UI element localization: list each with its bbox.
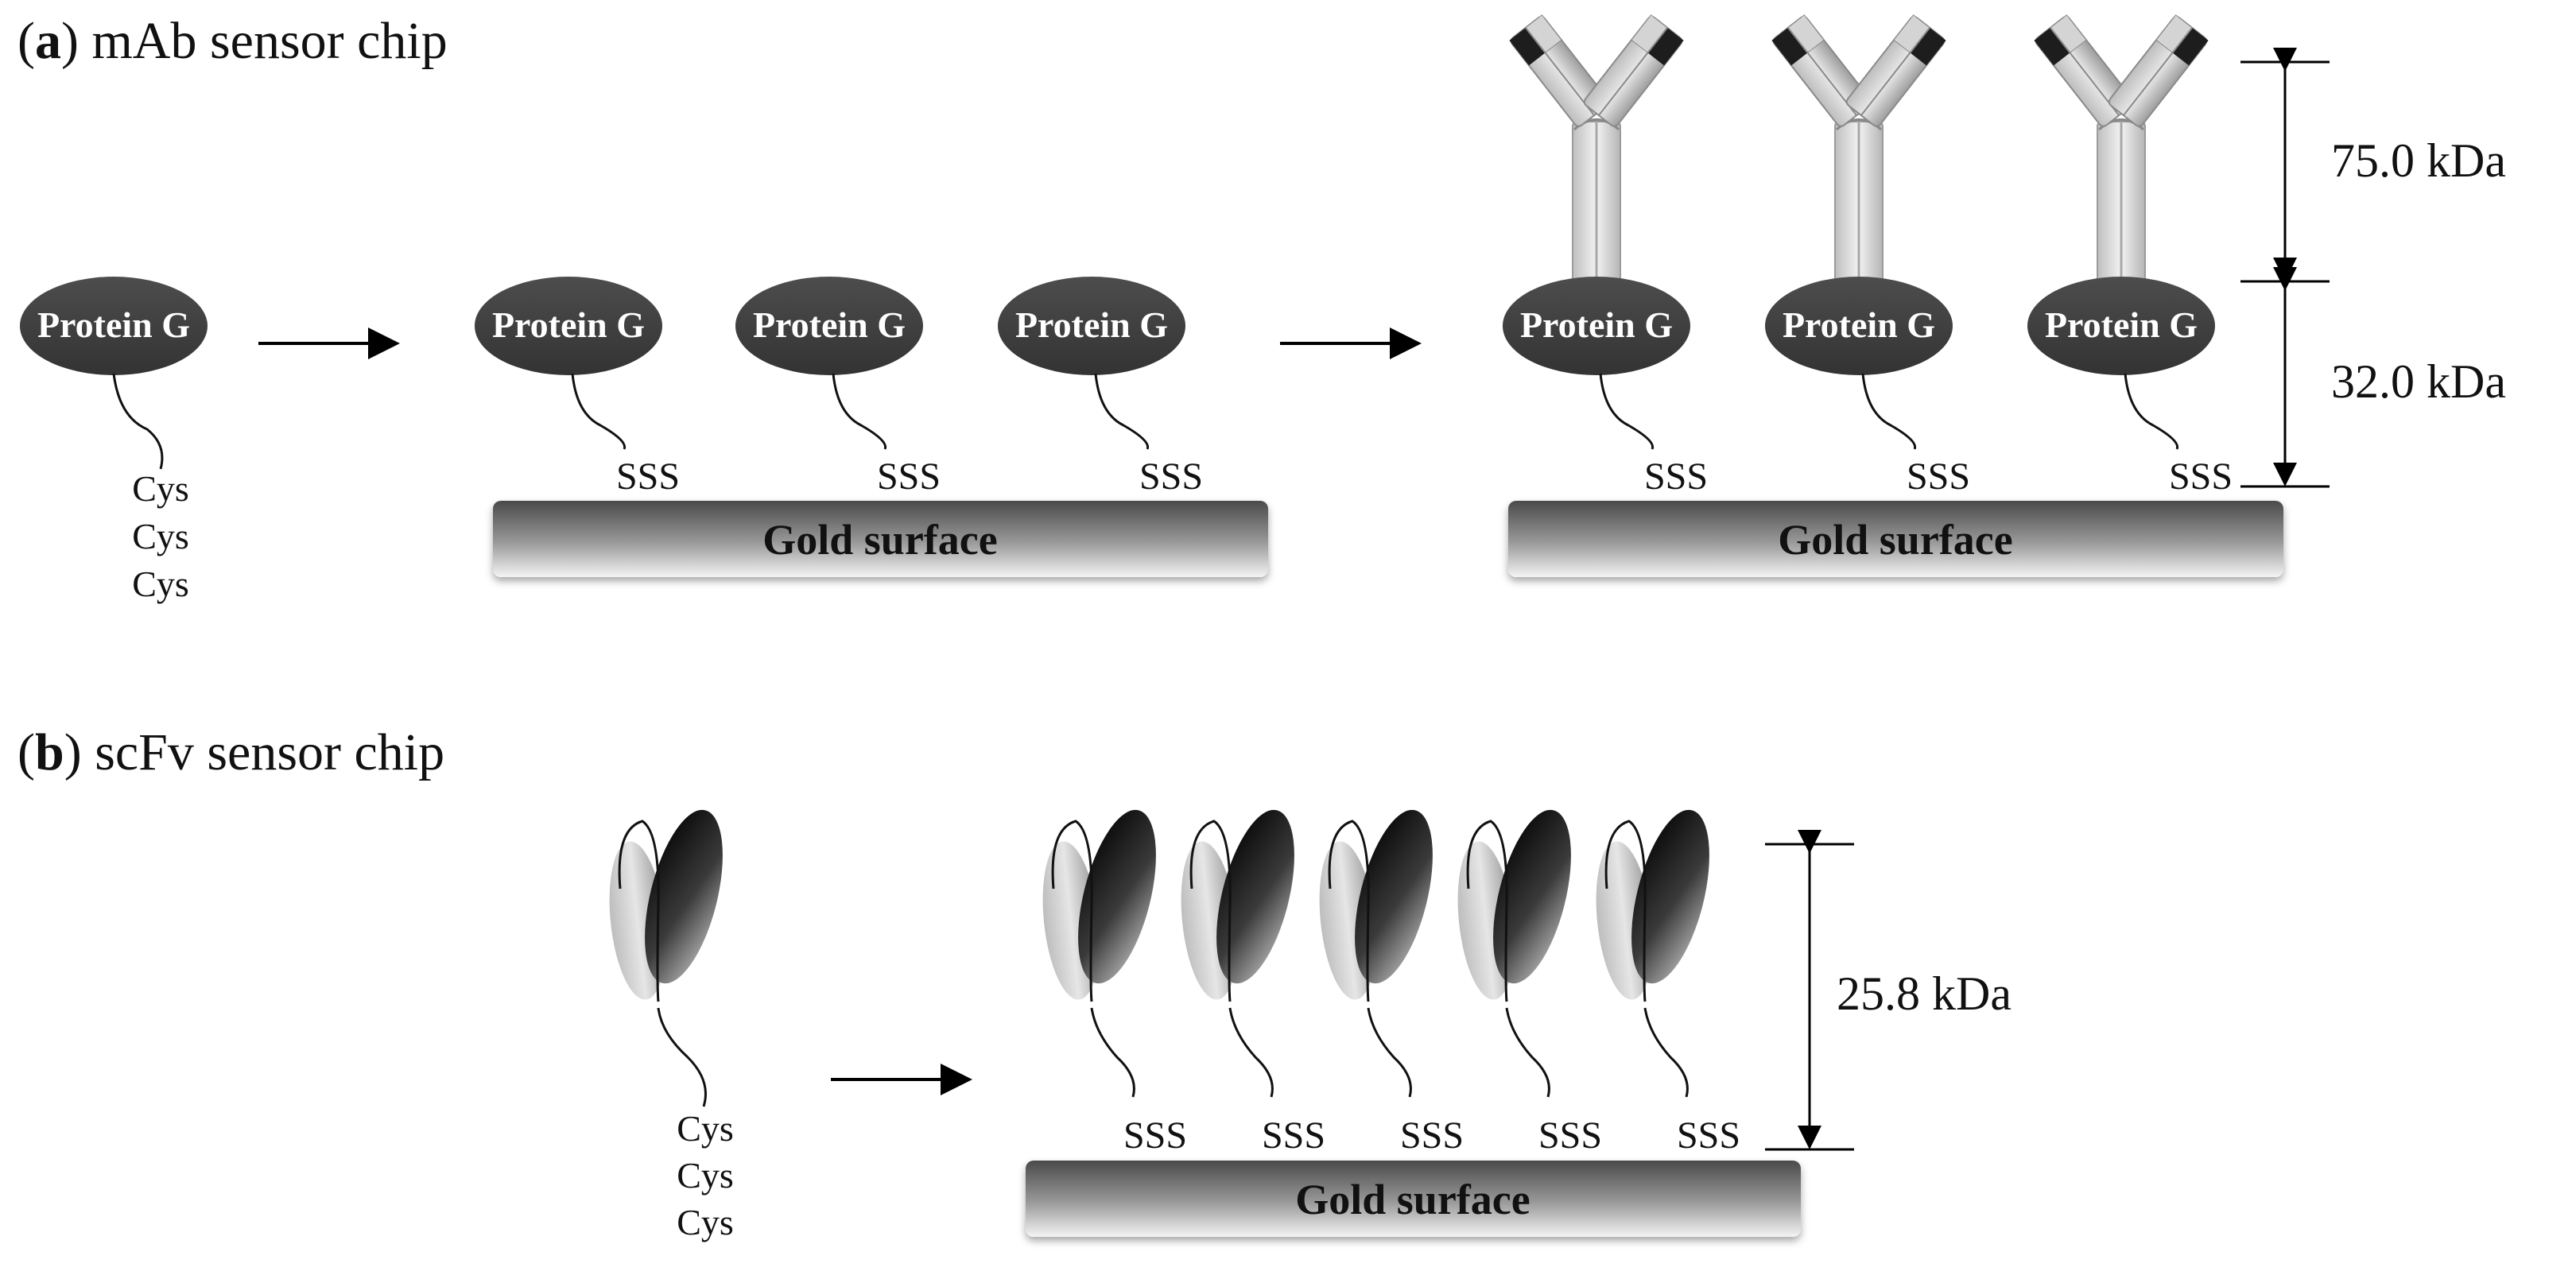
cys-label-1: Cys <box>677 1108 734 1149</box>
immobilized-protein-g: Protein G SSS <box>998 277 1203 498</box>
linker-tail <box>1599 373 1655 450</box>
immobilized-scfv: SSS <box>1311 800 1464 1157</box>
protein-g-ellipse <box>2027 277 2215 375</box>
sss-label: SSS <box>1644 455 1708 498</box>
linker-tail <box>657 1007 707 1107</box>
panel-b: (b) scFv sensor chip Cys Cys Cys Gold su… <box>17 723 2012 1242</box>
protein-g-ellipse <box>735 277 923 375</box>
protein-g-ellipse <box>475 277 662 375</box>
linker-tail <box>112 373 164 470</box>
protein-g-antibody-complex: Protein G SSS <box>2027 14 2233 498</box>
antibody-icon <box>2032 14 2210 286</box>
scfv-icon <box>1311 800 1449 1004</box>
sss-label: SSS <box>1262 1114 1325 1157</box>
immobilized-scfv: SSS <box>1034 800 1187 1157</box>
dimension-markers-a: 75.0 kDa 32.0 kDa <box>2240 48 2506 488</box>
protein-g-antibody-complex: Protein G SSS <box>1503 14 1708 498</box>
protein-g-label: Protein G <box>37 304 190 345</box>
sss-label: SSS <box>1123 1114 1187 1157</box>
protein-g-label: Protein G <box>1783 304 1935 345</box>
sss-label: SSS <box>877 455 941 498</box>
cys-label-2: Cys <box>677 1155 734 1196</box>
protein-g-ellipse <box>998 277 1185 375</box>
mab-chip: Gold surface Protein G SSS Protein G SSS… <box>1503 14 2283 577</box>
sss-label: SSS <box>616 455 680 498</box>
protein-g-label: Protein G <box>1015 304 1168 345</box>
protein-g-label: Protein G <box>2045 304 2198 345</box>
cys-label-2: Cys <box>132 516 189 556</box>
immobilized-scfv: SSS <box>1173 800 1325 1157</box>
gold-surface-label: Gold surface <box>762 516 997 564</box>
linker-tail <box>571 373 627 450</box>
sss-label: SSS <box>1677 1114 1740 1157</box>
panel-a-letter: a <box>35 12 61 70</box>
protein-g-antibody-complex: Protein G SSS <box>1765 14 1970 498</box>
panel-a-title-text: mAb sensor chip <box>91 12 447 70</box>
antibody-icon <box>1507 14 1686 286</box>
protein-g-ellipse <box>1765 277 1953 375</box>
linker-tail <box>1643 1007 1689 1098</box>
sss-label: SSS <box>1538 1114 1602 1157</box>
linker-tail <box>1094 373 1150 450</box>
panel-b-letter: b <box>35 723 64 781</box>
immobilized-protein-g: Protein G SSS <box>475 277 680 498</box>
immobilized-scfv: SSS <box>1449 800 1602 1157</box>
dimension-label-bottom: 32.0 kDa <box>2331 355 2506 408</box>
cys-label-1: Cys <box>132 468 189 509</box>
linker-tail <box>1505 1007 1550 1098</box>
linker-tail <box>1861 373 1917 450</box>
dimension-label-top: 75.0 kDa <box>2331 134 2506 187</box>
linker-tail <box>832 373 887 450</box>
linker-tail <box>2124 373 2179 450</box>
linker-tail <box>1090 1007 1135 1098</box>
antibody-icon <box>1770 14 1948 286</box>
immobilized-scfv: SSS <box>1588 800 1740 1157</box>
protein-g-ellipse <box>1503 277 1690 375</box>
gold-surface-label: Gold surface <box>1295 1176 1530 1223</box>
protein-g-chip: Gold surface Protein G SSS Protein G SSS… <box>475 277 1268 577</box>
scfv-chip: Gold surface SSS SSS SSS SSS <box>1026 800 1801 1237</box>
scfv-icon <box>601 800 739 1004</box>
gold-surface <box>1508 501 2283 577</box>
linker-tail <box>1367 1007 1412 1098</box>
linker-tail <box>1228 1007 1274 1098</box>
sss-label: SSS <box>1907 455 1970 498</box>
scfv-icon <box>1173 800 1311 1004</box>
cys-label-3: Cys <box>677 1202 734 1242</box>
scfv-icon <box>1449 800 1588 1004</box>
sss-label: SSS <box>2169 455 2233 498</box>
panel-b-title: (b) scFv sensor chip <box>17 723 444 781</box>
gold-surface <box>1026 1161 1801 1237</box>
free-protein-g: Protein G Cys Cys Cys <box>20 277 208 604</box>
cys-label-3: Cys <box>132 564 189 604</box>
dimension-label: 25.8 kDa <box>1837 967 2012 1020</box>
sss-label: SSS <box>1139 455 1203 498</box>
scfv-icon <box>1588 800 1726 1004</box>
sss-label: SSS <box>1400 1114 1464 1157</box>
free-scfv: Cys Cys Cys <box>601 800 739 1242</box>
protein-g-label: Protein G <box>753 304 906 345</box>
gold-surface-label: Gold surface <box>1778 516 2012 564</box>
protein-g-label: Protein G <box>492 304 645 345</box>
panel-a: (a) mAb sensor chip Protein G Cys Cys Cy… <box>17 12 2506 604</box>
scfv-icon <box>1034 800 1173 1004</box>
dimension-markers-b: 25.8 kDa <box>1765 830 2012 1151</box>
immobilized-protein-g: Protein G SSS <box>735 277 941 498</box>
protein-g-label: Protein G <box>1520 304 1673 345</box>
protein-g-ellipse <box>20 277 208 375</box>
panel-a-title: (a) mAb sensor chip <box>17 12 448 70</box>
gold-surface <box>493 501 1268 577</box>
panel-b-title-text: scFv sensor chip <box>95 723 444 781</box>
